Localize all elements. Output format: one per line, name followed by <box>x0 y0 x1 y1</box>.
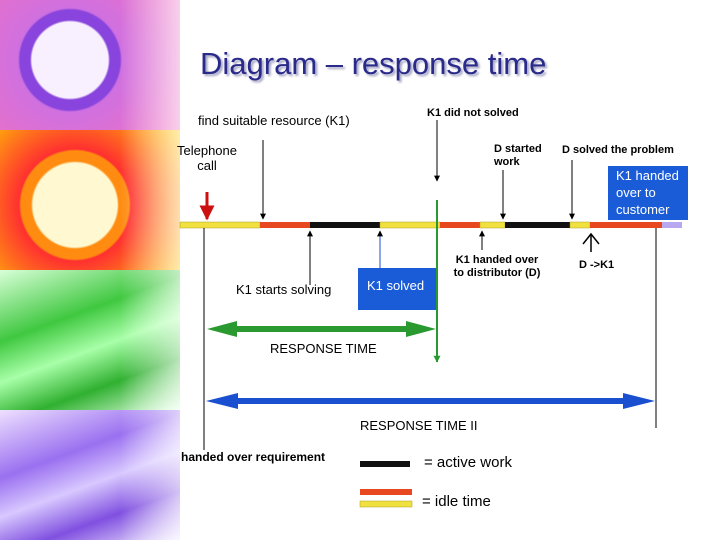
k1-handed-customer-box: K1 handed over to customer <box>608 166 688 220</box>
segment-idle-yellow <box>379 221 441 229</box>
decorative-image-strip <box>0 0 180 540</box>
legend-idle-yellow-swatch <box>359 500 413 508</box>
segment-active <box>310 222 380 228</box>
response-time-arrow <box>207 321 436 337</box>
k1-solved-box: K1 solved <box>358 268 436 310</box>
legend-idle-label: = idle time <box>422 493 491 510</box>
label-k1-handed-customer: K1 handed over to customer <box>616 168 679 217</box>
label-telephone-call: Telephone call <box>177 143 237 173</box>
slide-title: Diagram – response time <box>200 46 547 81</box>
segment-idle-red <box>260 222 310 228</box>
label-d-started: D started work <box>494 143 542 168</box>
legend-active-swatch <box>360 461 410 467</box>
label-handed-requirement: handed over requirement <box>181 450 326 464</box>
label-k1-starts: K1 starts solving <box>236 282 332 297</box>
segment-idle-yellow <box>569 221 591 229</box>
segment-end <box>662 222 682 228</box>
label-k1-handed-distributor: K1 handed over to distributor (D) <box>453 254 541 279</box>
label-response-time-2: RESPONSE TIME II <box>360 418 478 433</box>
segment-idle-yellow <box>479 221 506 229</box>
segment-idle-red <box>590 222 662 228</box>
label-d-solved: D solved the problem <box>562 144 674 156</box>
timeline-bar <box>179 221 682 229</box>
image-fade <box>120 0 180 540</box>
legend-idle-red-swatch <box>360 489 412 495</box>
label-d-to-k1: D ->K1 <box>579 259 615 271</box>
label-find-resource: find suitable resource (K1) <box>198 113 350 128</box>
legend-active-label: = active work <box>424 454 512 471</box>
segment-active <box>505 222 570 228</box>
segment-idle-yellow <box>179 221 261 229</box>
label-k1-solved: K1 solved <box>367 278 425 293</box>
response-time-2-arrow <box>206 393 655 409</box>
segment-idle-red <box>440 222 480 228</box>
label-k1-not-solved: K1 did not solved <box>427 107 519 119</box>
label-response-time: RESPONSE TIME <box>270 341 377 356</box>
